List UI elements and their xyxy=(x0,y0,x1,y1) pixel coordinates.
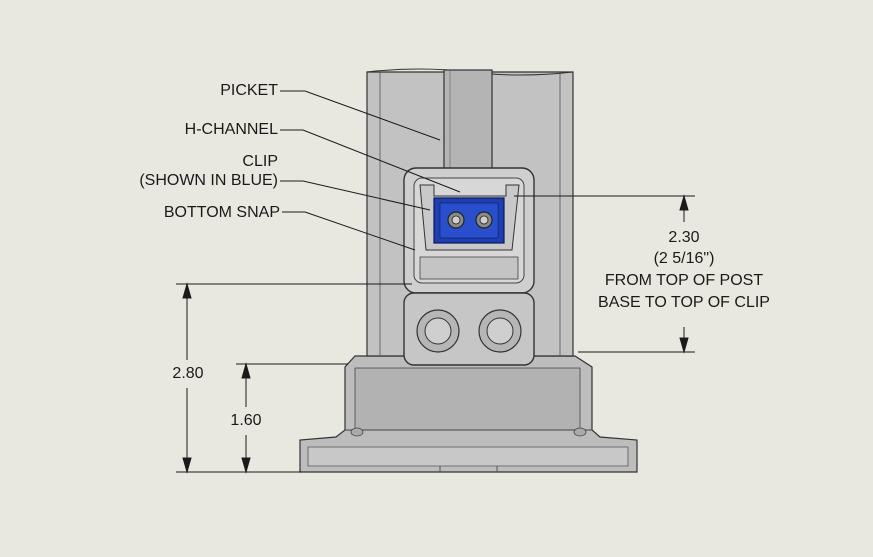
clip-note-line2: BASE TO TOP OF CLIP xyxy=(598,294,770,311)
clip-label: CLIP xyxy=(242,153,278,170)
picket-label: PICKET xyxy=(220,82,278,99)
picket xyxy=(443,69,493,176)
clip-note-line1: FROM TOP OF POST xyxy=(604,272,764,289)
lower-block xyxy=(403,292,535,366)
upper-height-value: 2.80 xyxy=(172,365,204,382)
dimension-2-80 xyxy=(176,282,412,474)
clip-height-fraction: (2 5/16") xyxy=(653,250,715,267)
post-base xyxy=(299,355,638,473)
dimension-1-60 xyxy=(236,362,348,474)
bottom-snap-label: BOTTOM SNAP xyxy=(163,204,280,221)
clip xyxy=(419,184,520,251)
lower-height-value: 1.60 xyxy=(230,412,262,429)
clip-shown-in-blue-label: (SHOWN IN BLUE) xyxy=(139,172,278,189)
leader-lines xyxy=(280,90,461,251)
dimension-2-30 xyxy=(514,194,695,354)
clip-height-value: 2.30 xyxy=(668,229,700,246)
h-channel-label: H-CHANNEL xyxy=(184,121,278,138)
